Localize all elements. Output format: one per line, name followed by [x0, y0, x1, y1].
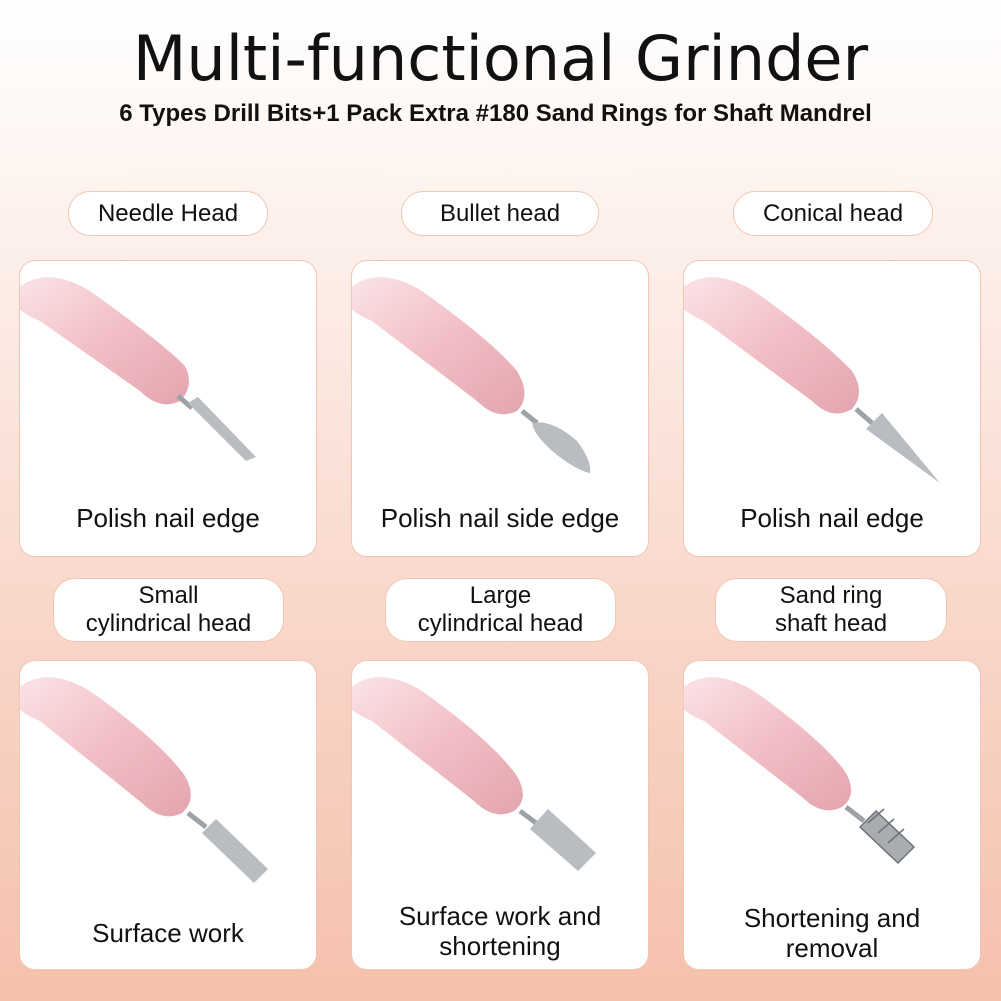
card-needle-head: Polish nail edge — [19, 260, 317, 557]
card-bullet-head: Polish nail side edge — [351, 260, 649, 557]
caption-bullet-head: Polish nail side edge — [380, 503, 620, 533]
mandrel-bit-icon — [684, 677, 916, 865]
page-title: Multi-functional Grinder — [132, 22, 869, 95]
card-sand-ring-shaft-head: Shortening and removal — [683, 660, 981, 970]
label-sand-ring-shaft-head: Sand ring shaft head — [715, 578, 947, 642]
card-small-cylindrical-head: Surface work — [19, 660, 317, 970]
caption-needle-head: Polish nail edge — [76, 503, 260, 533]
label-needle-head: Needle Head — [68, 191, 268, 236]
caption-conical-head: Polish nail edge — [740, 503, 924, 533]
cone-bit-icon — [684, 277, 940, 483]
card-large-cylindrical-head: Surface work and shortening — [351, 660, 649, 970]
card-conical-head: Polish nail edge — [683, 260, 981, 557]
large-cylinder-bit-icon — [352, 677, 596, 871]
bullet-bit-icon — [352, 277, 591, 473]
caption-small-cylindrical-head: Surface work — [92, 918, 244, 948]
label-small-cylindrical-head: Small cylindrical head — [53, 578, 284, 642]
caption-large-cylindrical-head: Surface work and shortening — [398, 901, 602, 961]
caption-sand-ring-shaft-head: Shortening and removal — [743, 903, 921, 963]
small-cylinder-bit-icon — [20, 677, 268, 883]
label-bullet-head: Bullet head — [401, 191, 599, 236]
needle-bit-icon — [20, 277, 256, 461]
label-large-cylindrical-head: Large cylindrical head — [385, 578, 616, 642]
page-subtitle: 6 Types Drill Bits+1 Pack Extra #180 San… — [119, 100, 872, 127]
label-conical-head: Conical head — [733, 191, 933, 236]
